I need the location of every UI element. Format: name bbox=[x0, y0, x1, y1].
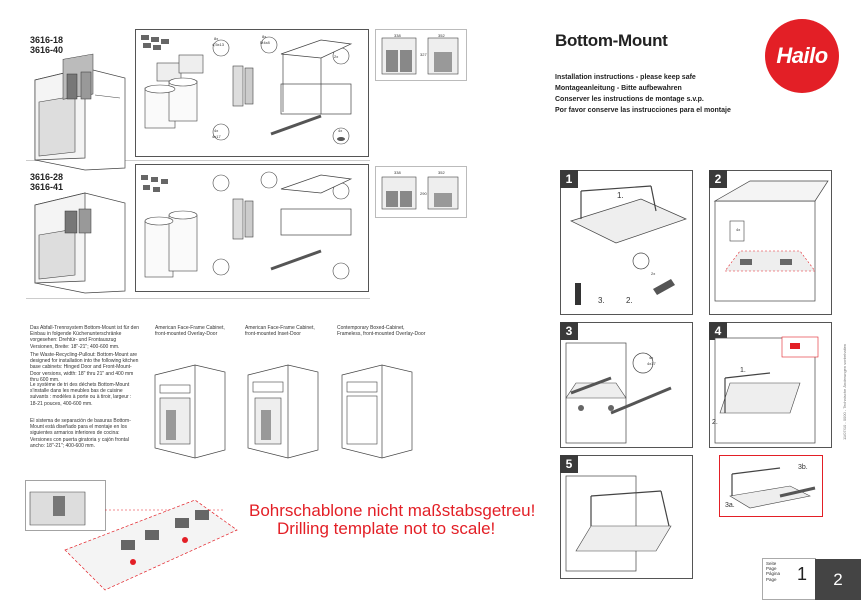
step-2-label: 4x bbox=[736, 227, 741, 232]
dimension-panel-top: 338 352 327 bbox=[375, 29, 467, 81]
side-note: 11/07/10 - 0000 - Technische Änderungen … bbox=[842, 343, 847, 440]
dimension-panel-bottom: 338 352 290 bbox=[375, 166, 467, 218]
divider-mid bbox=[26, 298, 370, 299]
screw-a-qty: 8x bbox=[214, 36, 219, 41]
step-1-illustration bbox=[570, 185, 687, 305]
instruction-de: Montageanleitung - Bitte aufbewahren bbox=[555, 85, 682, 92]
bins-illustration-bottom bbox=[141, 175, 198, 278]
page-title: Bottom-Mount bbox=[555, 31, 668, 50]
divider-top bbox=[26, 160, 370, 161]
step-1-label-1: 1. bbox=[617, 191, 624, 200]
instruction-fr: Conserver les instructions de montage s.… bbox=[555, 96, 704, 103]
height-dim-bottom: 290 bbox=[420, 191, 427, 196]
cabinet-caption-3: Contemporary Boxed-Cabinet, Frameless, f… bbox=[337, 325, 426, 337]
next-page-number: 2 bbox=[815, 559, 861, 600]
width-dim-top: 338 bbox=[394, 33, 401, 38]
step-1-label-3: 3. bbox=[598, 296, 605, 305]
step-2-illustration bbox=[713, 180, 829, 302]
step-number-3: 3 bbox=[560, 322, 578, 340]
dimension-drawing-bottom bbox=[381, 176, 459, 210]
cabinet-type-overlay bbox=[154, 364, 226, 459]
step-number-1: 1 bbox=[560, 170, 578, 188]
cabinet-illustration-bottom bbox=[34, 192, 126, 294]
step-3-size: 4x17 bbox=[647, 361, 656, 366]
step-number-5: 5 bbox=[560, 455, 578, 473]
step-5-illustration bbox=[565, 475, 672, 572]
step-4-label-3b: 3b. bbox=[798, 464, 808, 471]
screw-b-qty: 8x bbox=[262, 34, 267, 39]
hardware-illustration-top bbox=[212, 36, 353, 145]
step-panel-4: 4 1. 2. bbox=[709, 322, 832, 448]
step-1-label-2: 2. bbox=[626, 296, 633, 305]
step-panel-1: 1 1. 2. 3. 2x bbox=[560, 170, 693, 315]
screw-b-size: M4x8 bbox=[260, 40, 270, 45]
screw-a-size: 4,5x13 bbox=[212, 42, 225, 47]
template-notice-en: Drilling template not to scale! bbox=[277, 519, 496, 538]
cabinet-caption-1: American Face-Frame Cabinet, front-mount… bbox=[155, 325, 225, 337]
height-dim-top: 327 bbox=[420, 52, 427, 57]
depth-dim-top: 352 bbox=[438, 33, 445, 38]
cabinet-type-frameless bbox=[341, 364, 413, 459]
step-number-4: 4 bbox=[709, 322, 727, 340]
logo-text: Hailo bbox=[776, 43, 828, 68]
step-4-label-1: 1. bbox=[740, 367, 746, 374]
step-4-illustration bbox=[714, 336, 819, 444]
step-1-clip: 2x bbox=[651, 271, 656, 276]
width-dim-bottom: 338 bbox=[394, 170, 401, 175]
step-3-qty: 4x bbox=[649, 355, 654, 360]
current-page-number: 1 bbox=[797, 564, 808, 584]
cabinet-caption-2: American Face-Frame Cabinet, front-mount… bbox=[245, 325, 315, 337]
page-labels: Seite Page Página Page bbox=[766, 561, 781, 582]
drilling-template bbox=[25, 480, 238, 591]
screw-c-qty: 4x bbox=[214, 128, 219, 133]
bins-illustration-top bbox=[141, 35, 204, 129]
model-label-bottom: 3616-28 3616-41 bbox=[30, 172, 64, 192]
cabinet-illustration-top bbox=[34, 53, 126, 171]
instruction-es: Por favor conserve las instrucciones par… bbox=[555, 107, 731, 114]
dimension-drawing-top bbox=[381, 37, 459, 75]
step-3-illustration bbox=[565, 342, 672, 444]
kit-panel-top: 8x 4,5x13 8x M4x8 2x 4x 4x17 4x bbox=[135, 29, 369, 157]
step-4-label-2: 2. bbox=[712, 419, 718, 426]
step-number-2: 2 bbox=[709, 170, 727, 188]
kit-panel-bottom bbox=[135, 164, 369, 292]
intro-text-de: Das Abfall-Trennsystem Bottom-Mount ist … bbox=[30, 325, 140, 350]
step-panel-2: 2 4x bbox=[709, 170, 832, 315]
step-panel-5: 5 bbox=[560, 455, 693, 579]
intro-text-en: The Waste-Recycling-Pullout: Bottom-Moun… bbox=[30, 352, 139, 383]
intro-text-es: El sistema de separación de basuras Bott… bbox=[30, 418, 131, 449]
clip-qty: 2x bbox=[334, 54, 339, 59]
step-4-inset-illustration bbox=[729, 467, 816, 509]
intro-text-fr: Le système de tri des déchets Bottom-Mou… bbox=[30, 382, 132, 407]
step-4-inset: 3a. 3b. bbox=[719, 455, 823, 517]
step-4-label-3a: 3a. bbox=[725, 502, 735, 509]
pad-qty: 4x bbox=[338, 128, 343, 133]
instruction-en: Installation instructions - please keep … bbox=[555, 74, 696, 81]
template-notice-de: Bohrschablone nicht maßstabsgetreu! bbox=[249, 501, 536, 520]
step-panel-3: 3 4x 4x17 bbox=[560, 322, 693, 448]
hardware-illustration-bottom bbox=[212, 171, 353, 280]
model-label-top: 3616-18 3616-40 bbox=[30, 35, 64, 55]
hailo-logo: Hailo bbox=[765, 19, 839, 93]
screw-c-size: 4x17 bbox=[212, 134, 221, 139]
cabinet-type-inset bbox=[247, 364, 319, 459]
depth-dim-bottom: 352 bbox=[438, 170, 445, 175]
page-indicator: Seite Page Página Page 1 bbox=[762, 558, 816, 600]
